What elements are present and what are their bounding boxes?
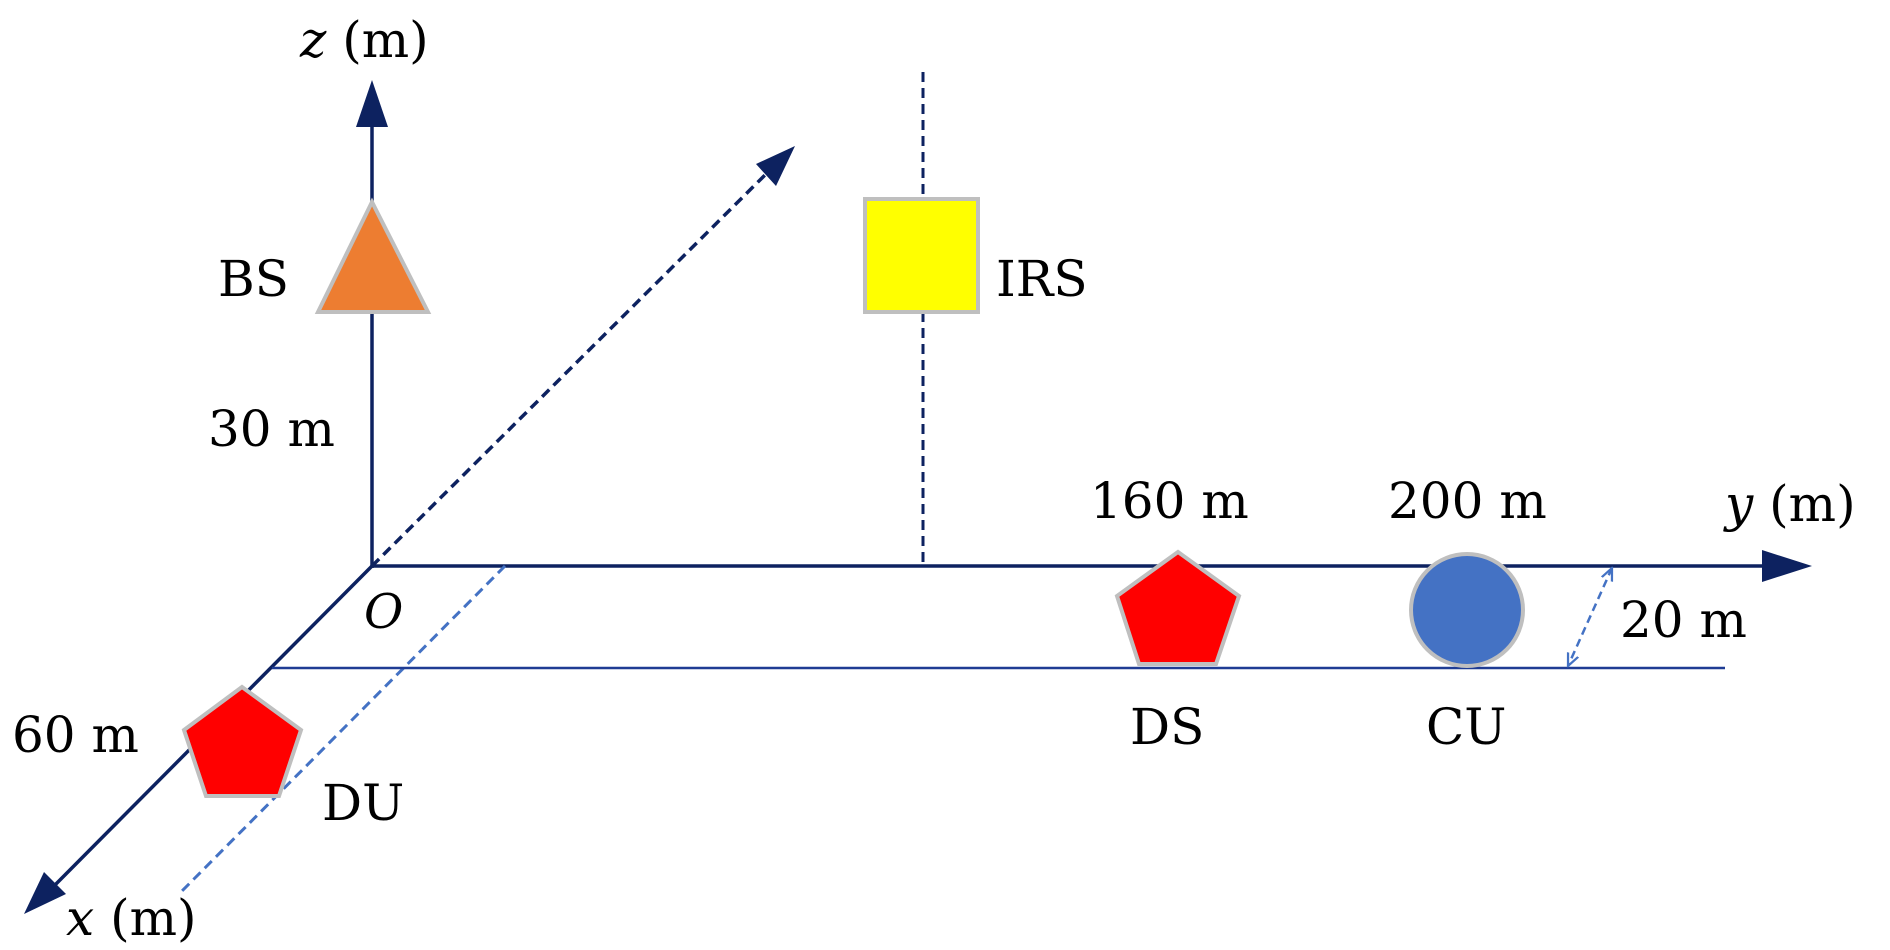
du-position-label: 60 m (12, 706, 139, 764)
du-pentagon-icon (181, 684, 304, 798)
y-axis-arrowhead (1762, 550, 1812, 582)
depth-dashed-arrowhead (756, 146, 795, 186)
z-axis-arrowhead (356, 80, 388, 127)
z-axis-label: z (m) (299, 11, 429, 69)
y-axis-label: y (m) (1723, 475, 1856, 533)
bs-triangle-icon (314, 197, 432, 314)
x-axis-label: x (m) (66, 889, 197, 947)
cu-circle-icon (1409, 552, 1525, 668)
origin-label: O (364, 584, 403, 640)
cu-label: CU (1426, 698, 1506, 756)
ds-pentagon-icon (1114, 549, 1242, 666)
ds-position-label: 160 m (1090, 472, 1249, 530)
irs-label: IRS (996, 250, 1088, 308)
lane-offset-arrow (1566, 568, 1614, 666)
du-label: DU (322, 774, 404, 832)
x-offset-dashed-line (178, 564, 507, 895)
irs-square-icon (863, 197, 980, 314)
ds-label: DS (1130, 698, 1204, 756)
cu-position-label: 200 m (1388, 472, 1547, 530)
depth-dashed-axis (370, 173, 767, 568)
bs-label: BS (218, 250, 289, 308)
x-axis-arrowhead (24, 872, 66, 914)
bs-height-label: 30 m (208, 400, 335, 458)
lane-offset-label: 20 m (1620, 591, 1747, 649)
